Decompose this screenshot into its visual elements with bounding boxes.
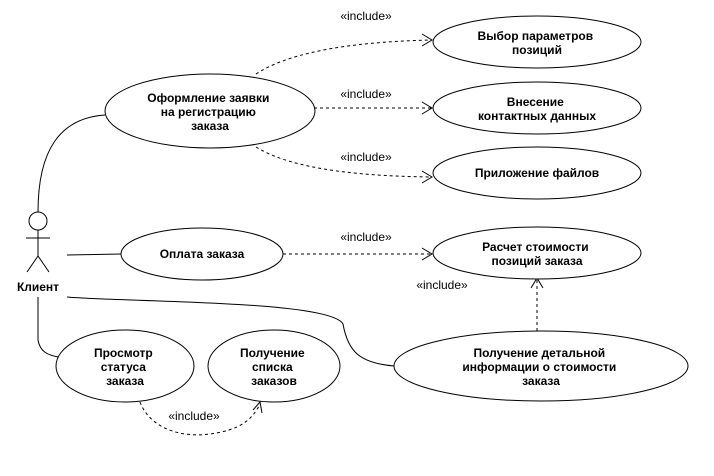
use-case-select-params: Выбор параметров позиций [432, 15, 642, 69]
use-case-get-orders: Получение списка заказов [207, 329, 341, 403]
include-label-calc-cost: «include» [340, 230, 392, 244]
include-label-attach-files: «include» [340, 150, 392, 164]
include-get-orders [139, 401, 261, 436]
use-case-label: Расчет стоимости позиций заказа [482, 240, 592, 268]
use-case-view-status: Просмотр статуса заказа [55, 329, 195, 403]
use-case-label: Оформление заявки на регистрацию заказа [147, 91, 272, 133]
use-case-calc-cost: Расчет стоимости позиций заказа [432, 226, 642, 280]
actor-head [28, 211, 48, 231]
use-case-attach-files: Приложение файлов [432, 146, 642, 200]
arrowhead-enter-contacts [421, 101, 433, 115]
use-case-label: Внесение контактных данных [478, 95, 596, 123]
actor-left-leg [26, 255, 39, 273]
use-case-label: Приложение файлов [475, 166, 599, 180]
use-case-detail-cost: Получение детальной информации о стоимос… [393, 330, 689, 402]
association-view-status [37, 297, 59, 358]
actor-label: Клиент [17, 280, 59, 294]
include-select-params [255, 39, 433, 75]
actor-client: Клиент [17, 211, 59, 294]
include-attach-files [255, 146, 433, 178]
use-case-label: Оплата заказа [160, 247, 245, 261]
include-label-select-params: «include» [340, 9, 392, 23]
arrowhead-select-params [421, 33, 433, 47]
actor-right-leg [37, 255, 50, 273]
arrowhead-calc-cost [421, 247, 433, 261]
use-case-label: Просмотр статуса заказа [94, 346, 156, 388]
association-detail-cost [66, 296, 395, 367]
use-case-label: Получение детальной информации о стоимос… [462, 346, 619, 388]
use-case-enter-contacts: Внесение контактных данных [432, 81, 642, 135]
use-case-label: Выбор параметров позиций [478, 29, 597, 57]
arrowhead-get-orders [252, 400, 263, 414]
association-order-application [37, 114, 106, 213]
association-order-payment [66, 253, 123, 256]
include-label-get-orders: «include» [168, 409, 220, 423]
include-label-enter-contacts: «include» [340, 87, 392, 101]
arrowhead-attach-files [421, 170, 433, 184]
use-case-order-application: Оформление заявки на регистрацию заказа [104, 73, 316, 149]
include-label-detail-to-calc: «include» [416, 278, 468, 292]
use-case-label: Получение списка заказов [240, 346, 308, 388]
use-case-order-payment: Оплата заказа [120, 227, 284, 281]
